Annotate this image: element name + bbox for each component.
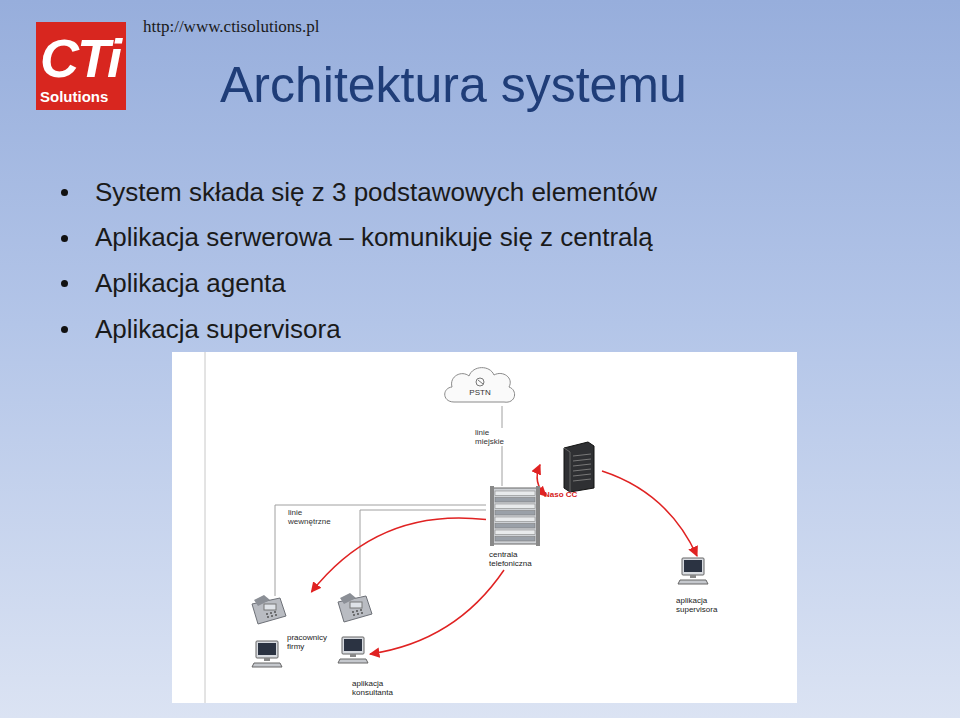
icon-part bbox=[478, 380, 483, 384]
icon-part bbox=[573, 474, 591, 476]
wire bbox=[360, 510, 486, 596]
device-node: aplikacja konsultanta bbox=[252, 637, 370, 671]
bullet-dot bbox=[61, 280, 68, 287]
icon-part bbox=[256, 641, 278, 658]
logo-subtext: Solutions bbox=[40, 88, 108, 105]
icon-part bbox=[495, 537, 535, 542]
device-icon bbox=[252, 637, 370, 671]
bullet-dot bbox=[61, 326, 68, 333]
device-label: centrala telefoniczna bbox=[489, 550, 545, 568]
icon-part bbox=[573, 469, 591, 471]
icon-part bbox=[573, 464, 591, 466]
icon-part bbox=[252, 641, 282, 667]
device-icon bbox=[250, 592, 378, 632]
icon-part bbox=[264, 658, 270, 661]
icon-part bbox=[573, 454, 591, 481]
icon-part bbox=[344, 639, 362, 651]
device-label: pracownicy firmy bbox=[287, 633, 331, 651]
icon-part bbox=[350, 602, 362, 608]
icon-part bbox=[352, 611, 354, 613]
icon-part bbox=[573, 459, 591, 461]
icon-part bbox=[495, 498, 535, 503]
icon-part bbox=[564, 442, 594, 492]
data-flow-arrow bbox=[602, 471, 697, 556]
icon-part bbox=[356, 610, 358, 612]
icon-part bbox=[270, 612, 272, 614]
icon-part bbox=[338, 593, 372, 622]
data-flow-arrow bbox=[311, 518, 486, 592]
icon-part bbox=[536, 486, 540, 546]
device-node: aplikacja supervisora bbox=[672, 556, 722, 614]
url-text: http://www.ctisolutions.pl bbox=[143, 17, 319, 37]
icon-part bbox=[264, 604, 276, 610]
icon-part bbox=[445, 368, 515, 403]
icon-part bbox=[275, 614, 277, 616]
icon-part bbox=[678, 580, 708, 584]
icon-part bbox=[353, 614, 355, 616]
slide-title: Architektura systemu bbox=[220, 56, 687, 114]
icon-part bbox=[361, 612, 363, 614]
bullet-text: Aplikacja supervisora bbox=[95, 314, 341, 345]
data-flow-arrow bbox=[370, 570, 504, 654]
device-node: centrala telefoniczna bbox=[486, 486, 546, 570]
line-label: linie miejskie bbox=[474, 428, 520, 446]
icon-part bbox=[564, 442, 594, 492]
icon-part bbox=[350, 654, 356, 657]
icon-part bbox=[352, 609, 363, 616]
icon-part bbox=[678, 558, 708, 584]
icon-part bbox=[690, 575, 696, 578]
icon-part bbox=[573, 454, 591, 456]
frame-line bbox=[205, 352, 206, 703]
icon-part bbox=[252, 595, 286, 624]
device-label: aplikacja supervisora bbox=[676, 596, 726, 614]
icon-part bbox=[682, 558, 704, 575]
icon-part bbox=[258, 643, 276, 655]
line-label: linie wewnętrzne bbox=[287, 508, 333, 526]
icon-part bbox=[266, 613, 268, 615]
icon-part bbox=[492, 488, 538, 544]
icon-part bbox=[476, 378, 484, 386]
icon-part bbox=[357, 613, 359, 615]
logo-text: CTi bbox=[40, 30, 120, 86]
icon-part bbox=[495, 511, 535, 516]
icon-part bbox=[338, 637, 368, 663]
icon-part bbox=[360, 609, 362, 611]
device-icon bbox=[440, 362, 520, 410]
icon-part bbox=[684, 560, 702, 572]
device-node: pracownicy firmy bbox=[250, 592, 378, 632]
icon-part bbox=[564, 448, 570, 492]
bullet-text: Aplikacja agenta bbox=[95, 268, 286, 299]
device-label: PSTN bbox=[440, 388, 520, 397]
bullet-dot bbox=[61, 235, 68, 242]
icon-part bbox=[267, 616, 269, 618]
device-node: PSTN bbox=[440, 362, 520, 410]
icon-part bbox=[495, 524, 535, 529]
bullet-dot bbox=[61, 189, 68, 196]
icon-part bbox=[573, 479, 591, 481]
bullet-text: System składa się z 3 podstawowych eleme… bbox=[95, 177, 657, 208]
icon-part bbox=[495, 517, 535, 522]
icon-part bbox=[274, 611, 276, 613]
phone-line bbox=[275, 505, 486, 596]
device-label: aplikacja konsultanta bbox=[352, 679, 402, 697]
icon-part bbox=[338, 659, 368, 663]
icon-part bbox=[495, 530, 535, 535]
icon-part bbox=[490, 486, 494, 546]
icon-part bbox=[495, 491, 535, 496]
device-node: Naso CC bbox=[540, 440, 602, 502]
phone-line bbox=[502, 406, 503, 486]
icon-part bbox=[342, 637, 364, 654]
bullet-text: Aplikacja serwerowa – komunikuje się z c… bbox=[95, 222, 653, 253]
device-label: Naso CC bbox=[544, 490, 604, 499]
icon-part bbox=[495, 504, 535, 509]
icon-part bbox=[271, 615, 273, 617]
icon-part bbox=[252, 663, 282, 667]
icon-part bbox=[266, 611, 277, 618]
